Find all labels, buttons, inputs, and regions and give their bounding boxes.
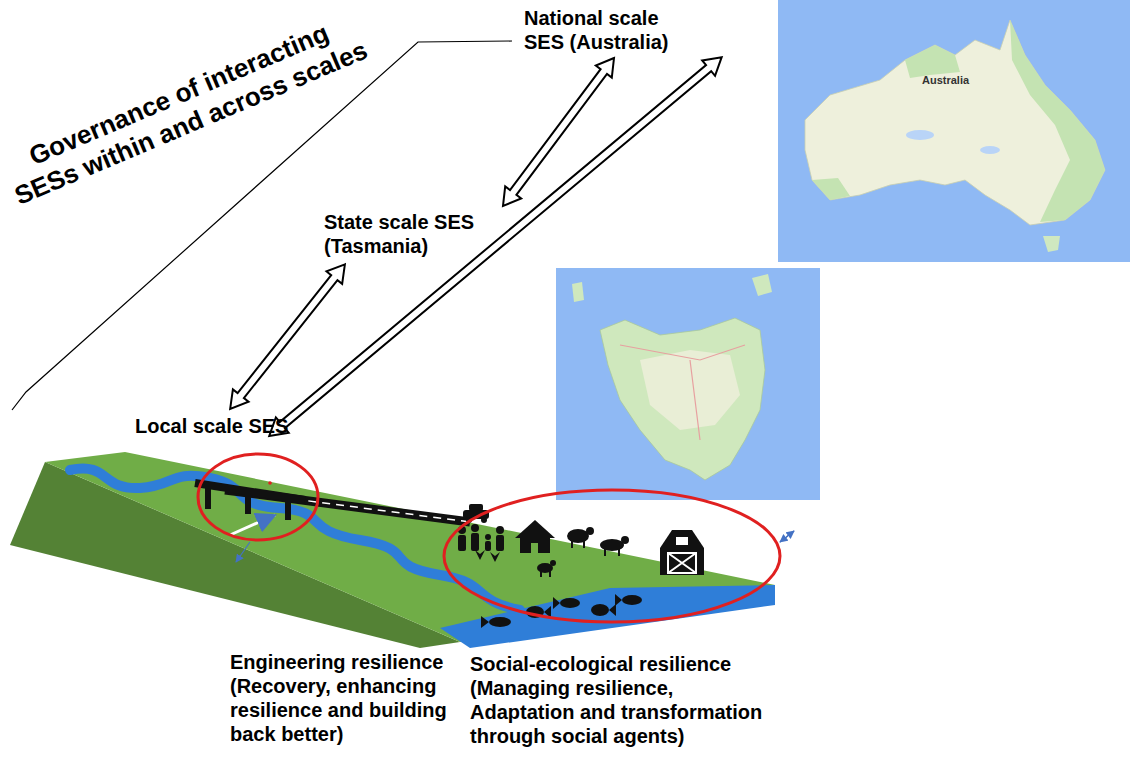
barn — [660, 530, 704, 575]
scale-label: State scale SES (Tasmania) — [324, 210, 484, 258]
double-arrow-small — [780, 531, 794, 542]
scale-label-box: National scale SES (Australia) — [524, 6, 679, 54]
resilience-note: (Managing resilience, Adaptation and tra… — [470, 676, 770, 748]
bridge — [195, 483, 305, 520]
scale-label: National scale SES (Australia) — [524, 6, 679, 54]
tasmania-map — [556, 268, 820, 500]
red-circle — [198, 454, 318, 540]
double-arrow — [503, 58, 614, 206]
family — [458, 524, 504, 551]
resilience-heading: Engineering resilience — [230, 650, 460, 674]
resilience-note: (Recovery, enhancing resilience and buil… — [230, 674, 460, 746]
landscape — [10, 452, 794, 648]
scale-label-box: State scale SES (Tasmania) — [324, 210, 484, 258]
house — [515, 520, 555, 553]
double-arrow — [269, 57, 721, 436]
animals — [537, 527, 629, 577]
heading: Governance of interacting SESs within an… — [0, 5, 376, 214]
resilience-heading: Social-ecological resilience — [470, 652, 770, 676]
plants — [475, 550, 500, 562]
scale-label: Local scale SES — [135, 414, 288, 438]
red-circle — [444, 490, 780, 622]
map-label: Australia — [922, 74, 969, 87]
leader-arrow — [236, 542, 250, 562]
australia-map — [778, 0, 1130, 262]
scale-label-box: Local scale SES — [135, 414, 288, 438]
